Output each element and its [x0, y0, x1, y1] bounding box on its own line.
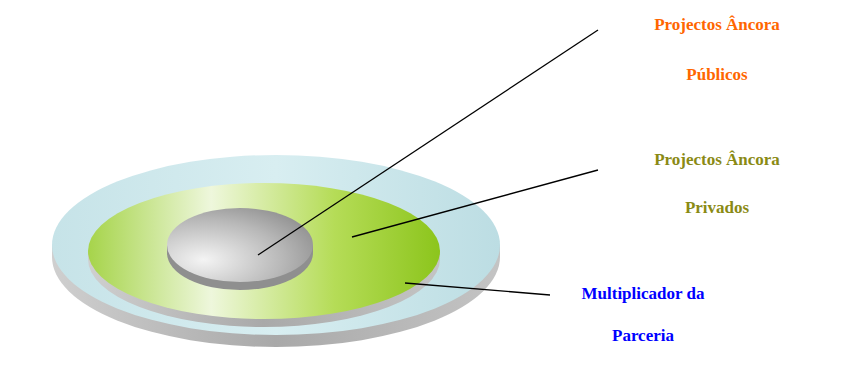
leader-line — [258, 30, 598, 255]
leader-line — [405, 283, 550, 295]
outer-disc — [52, 155, 500, 335]
centre-disc — [167, 208, 313, 282]
callout-label: Multiplicador da Parceria — [562, 273, 724, 357]
leader-line — [352, 170, 598, 237]
callout-label: Projectos Âncora Públicos — [628, 0, 806, 100]
callout-label: Projectos Âncora Privados — [628, 136, 806, 232]
